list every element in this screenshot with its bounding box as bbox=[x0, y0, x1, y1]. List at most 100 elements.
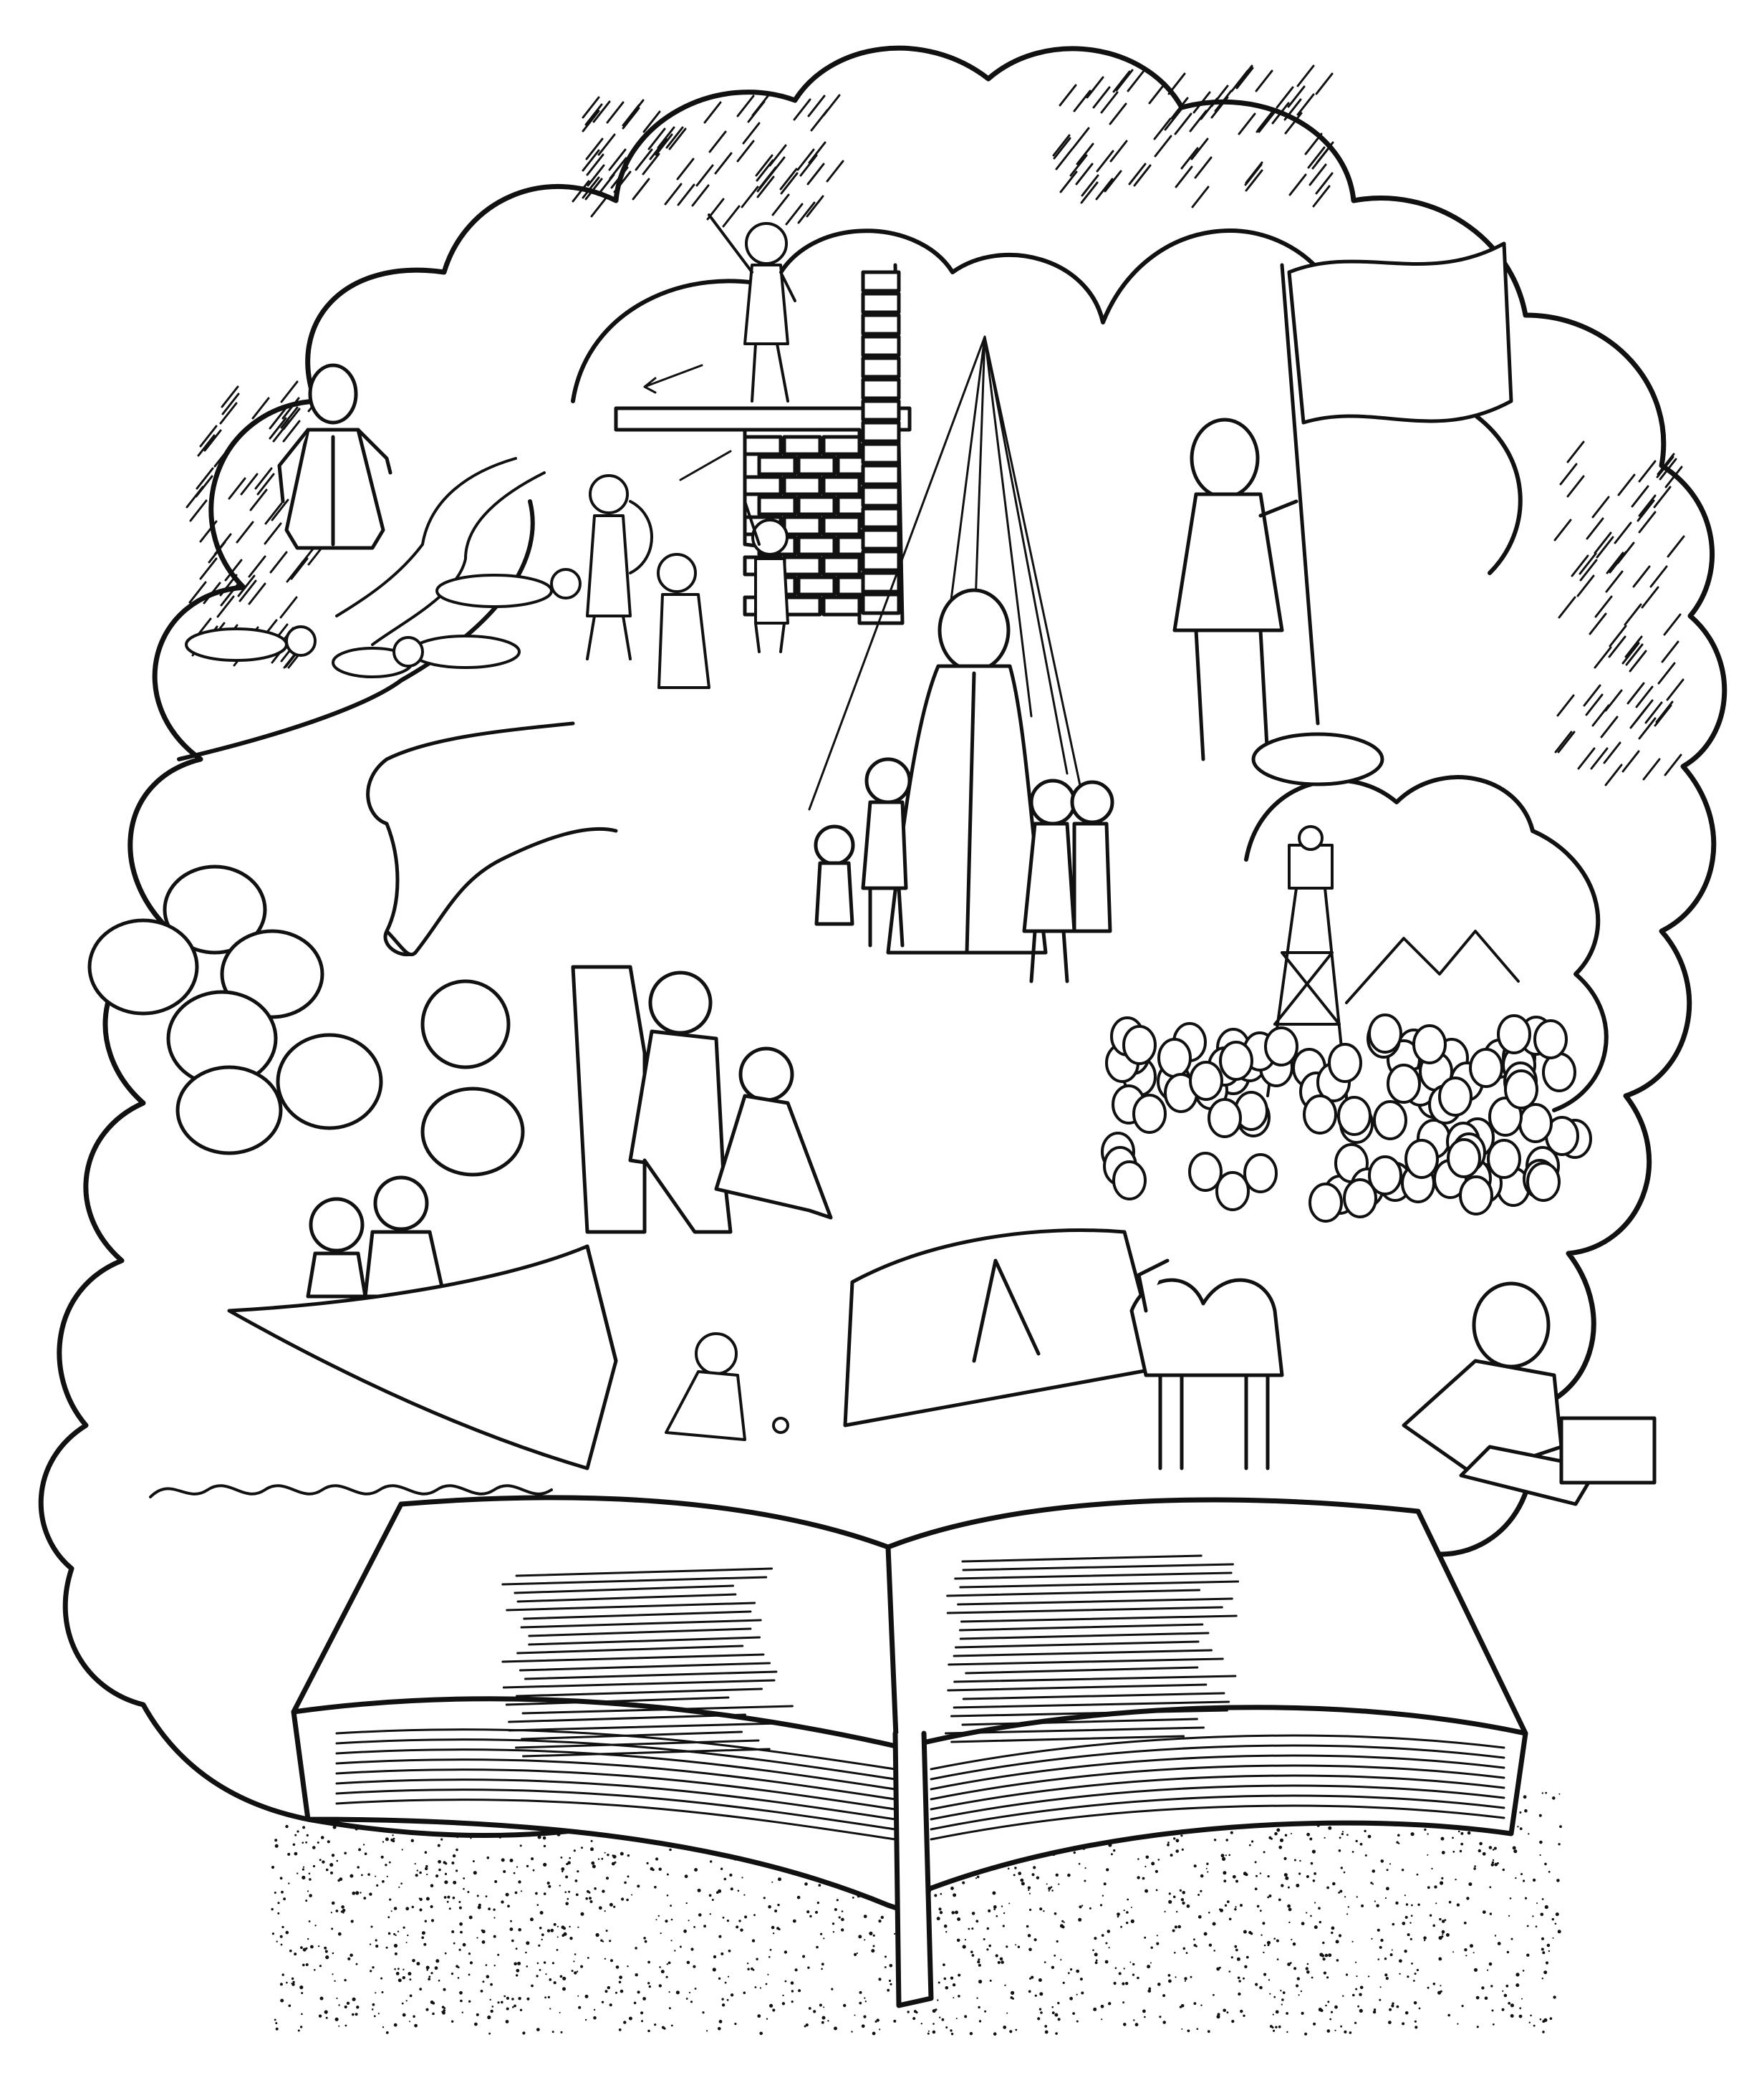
stipple-dot bbox=[1122, 2001, 1124, 2004]
stipple-dot bbox=[1174, 1952, 1176, 1954]
stipple-dot bbox=[1311, 1976, 1314, 1979]
stipple-dot bbox=[769, 1948, 772, 1951]
stipple-dot bbox=[441, 2006, 445, 2008]
hatch-line bbox=[1245, 169, 1263, 192]
stipple-dot bbox=[628, 2016, 632, 2021]
stipple-dot bbox=[297, 2029, 300, 2032]
stipple-dot bbox=[1416, 1873, 1419, 1876]
stipple-dot bbox=[536, 1975, 539, 1978]
stipple-dot bbox=[1110, 1853, 1113, 1856]
stipple-dot bbox=[456, 1848, 458, 1852]
hatch-line bbox=[1076, 143, 1094, 165]
stipple-dot bbox=[978, 1980, 983, 1984]
stipple-dot bbox=[1543, 1970, 1548, 1975]
stipple-dot bbox=[271, 1932, 274, 1935]
stipple-dot bbox=[1267, 1896, 1270, 1899]
stipple-dot bbox=[330, 1871, 333, 1874]
stipple-dot bbox=[518, 1927, 521, 1932]
stipple-dot bbox=[958, 1973, 961, 1977]
hatch-line bbox=[1112, 70, 1131, 93]
hatch-line bbox=[1109, 102, 1127, 125]
stipple-dot bbox=[1069, 1996, 1073, 2000]
stipple-dot bbox=[1269, 1993, 1271, 1995]
stipple-dot bbox=[1200, 1874, 1204, 1878]
stipple-dot bbox=[1051, 1889, 1054, 1892]
stipple-dot bbox=[964, 1939, 966, 1941]
stipple-dot bbox=[1359, 1842, 1363, 1846]
stipple-dot bbox=[346, 2001, 350, 2005]
stipple-dot bbox=[444, 1872, 448, 1875]
stipple-dot bbox=[710, 1860, 713, 1863]
stipple-dot bbox=[798, 1989, 801, 1993]
stipple-dot bbox=[1310, 1915, 1312, 1917]
stipple-dot bbox=[643, 1937, 646, 1940]
hatch-line bbox=[286, 560, 304, 583]
stipple-dot bbox=[458, 1906, 462, 1910]
stipple-dot bbox=[1301, 1922, 1305, 1926]
hatch-line bbox=[799, 154, 818, 177]
stipple-dot bbox=[1162, 2021, 1166, 2024]
scene-divider-right bbox=[1531, 829, 1609, 1112]
stipple-dot bbox=[1457, 2023, 1459, 2025]
stipple-dot bbox=[549, 2008, 551, 2010]
stipple-dot bbox=[435, 1874, 439, 1878]
stipple-dot bbox=[627, 1965, 629, 1968]
crowd-head bbox=[1518, 1103, 1553, 1143]
stipple-dot bbox=[1542, 2020, 1546, 2023]
stipple-dot bbox=[291, 1977, 294, 1980]
stipple-dot bbox=[1306, 1832, 1310, 1836]
stipple-dot bbox=[319, 1965, 322, 1968]
stipple-dot bbox=[382, 1880, 385, 1883]
stipple-dot bbox=[472, 1860, 475, 1863]
stipple-dot bbox=[1084, 1867, 1086, 1869]
stipple-dot bbox=[309, 1878, 312, 1881]
stipple-dot bbox=[513, 1872, 516, 1874]
stipple-dot bbox=[509, 1927, 514, 1931]
hatch-line bbox=[1148, 82, 1167, 105]
stipple-dot bbox=[1117, 1912, 1120, 1917]
stipple-dot bbox=[1182, 1901, 1185, 1905]
stipple-dot bbox=[955, 1910, 958, 1915]
stipple-dot bbox=[658, 1867, 662, 1871]
tower-and-crowd bbox=[1101, 825, 1592, 1223]
stipple-dot bbox=[1468, 1882, 1473, 1887]
crowd-head bbox=[1368, 1013, 1402, 1054]
stipple-dot bbox=[821, 1968, 823, 1970]
hatch-line bbox=[1200, 97, 1218, 120]
stipple-dot bbox=[459, 1922, 463, 1926]
hatch-line bbox=[590, 195, 609, 218]
stipple-dot bbox=[1542, 2031, 1545, 2033]
stipple-dot bbox=[1373, 2008, 1377, 2011]
hatch-line bbox=[203, 429, 222, 452]
book-line-right bbox=[955, 1640, 1200, 1649]
stipple-dot bbox=[1039, 1907, 1043, 1911]
stipple-dot bbox=[1259, 1872, 1262, 1874]
stipple-dot bbox=[863, 1915, 867, 1919]
stipple-dot bbox=[856, 1952, 858, 1955]
stipple-dot bbox=[1372, 1883, 1374, 1885]
stipple-dot bbox=[324, 1946, 327, 1950]
book-line-left bbox=[528, 1636, 761, 1646]
hatch-line bbox=[1192, 91, 1211, 114]
stipple-dot bbox=[962, 1945, 966, 1949]
stipple-dot bbox=[983, 1938, 985, 1940]
stipple-dot bbox=[1492, 2023, 1495, 2026]
stipple-dot bbox=[1397, 1834, 1400, 1837]
stipple-dot bbox=[694, 1988, 697, 1990]
stipple-dot bbox=[832, 1922, 835, 1925]
stipple-dot bbox=[1370, 1882, 1373, 1884]
stipple-dot bbox=[623, 2021, 627, 2024]
stipple-dot bbox=[1044, 2030, 1049, 2034]
stipple-dot bbox=[1020, 1878, 1024, 1882]
hatch-line bbox=[1566, 475, 1585, 498]
stipple-dot bbox=[1007, 1867, 1010, 1870]
hatch-line bbox=[1661, 640, 1679, 663]
hatch-line bbox=[647, 127, 666, 150]
stipple-dot bbox=[1452, 1850, 1455, 1853]
stipple-dot bbox=[477, 1905, 481, 1910]
stipple-dot bbox=[618, 2028, 622, 2031]
stipple-dot bbox=[1224, 1904, 1228, 1907]
family-in-boat bbox=[227, 1175, 618, 1470]
stipple-dot bbox=[1475, 1995, 1480, 2000]
stipple-dot bbox=[1181, 2028, 1183, 2030]
